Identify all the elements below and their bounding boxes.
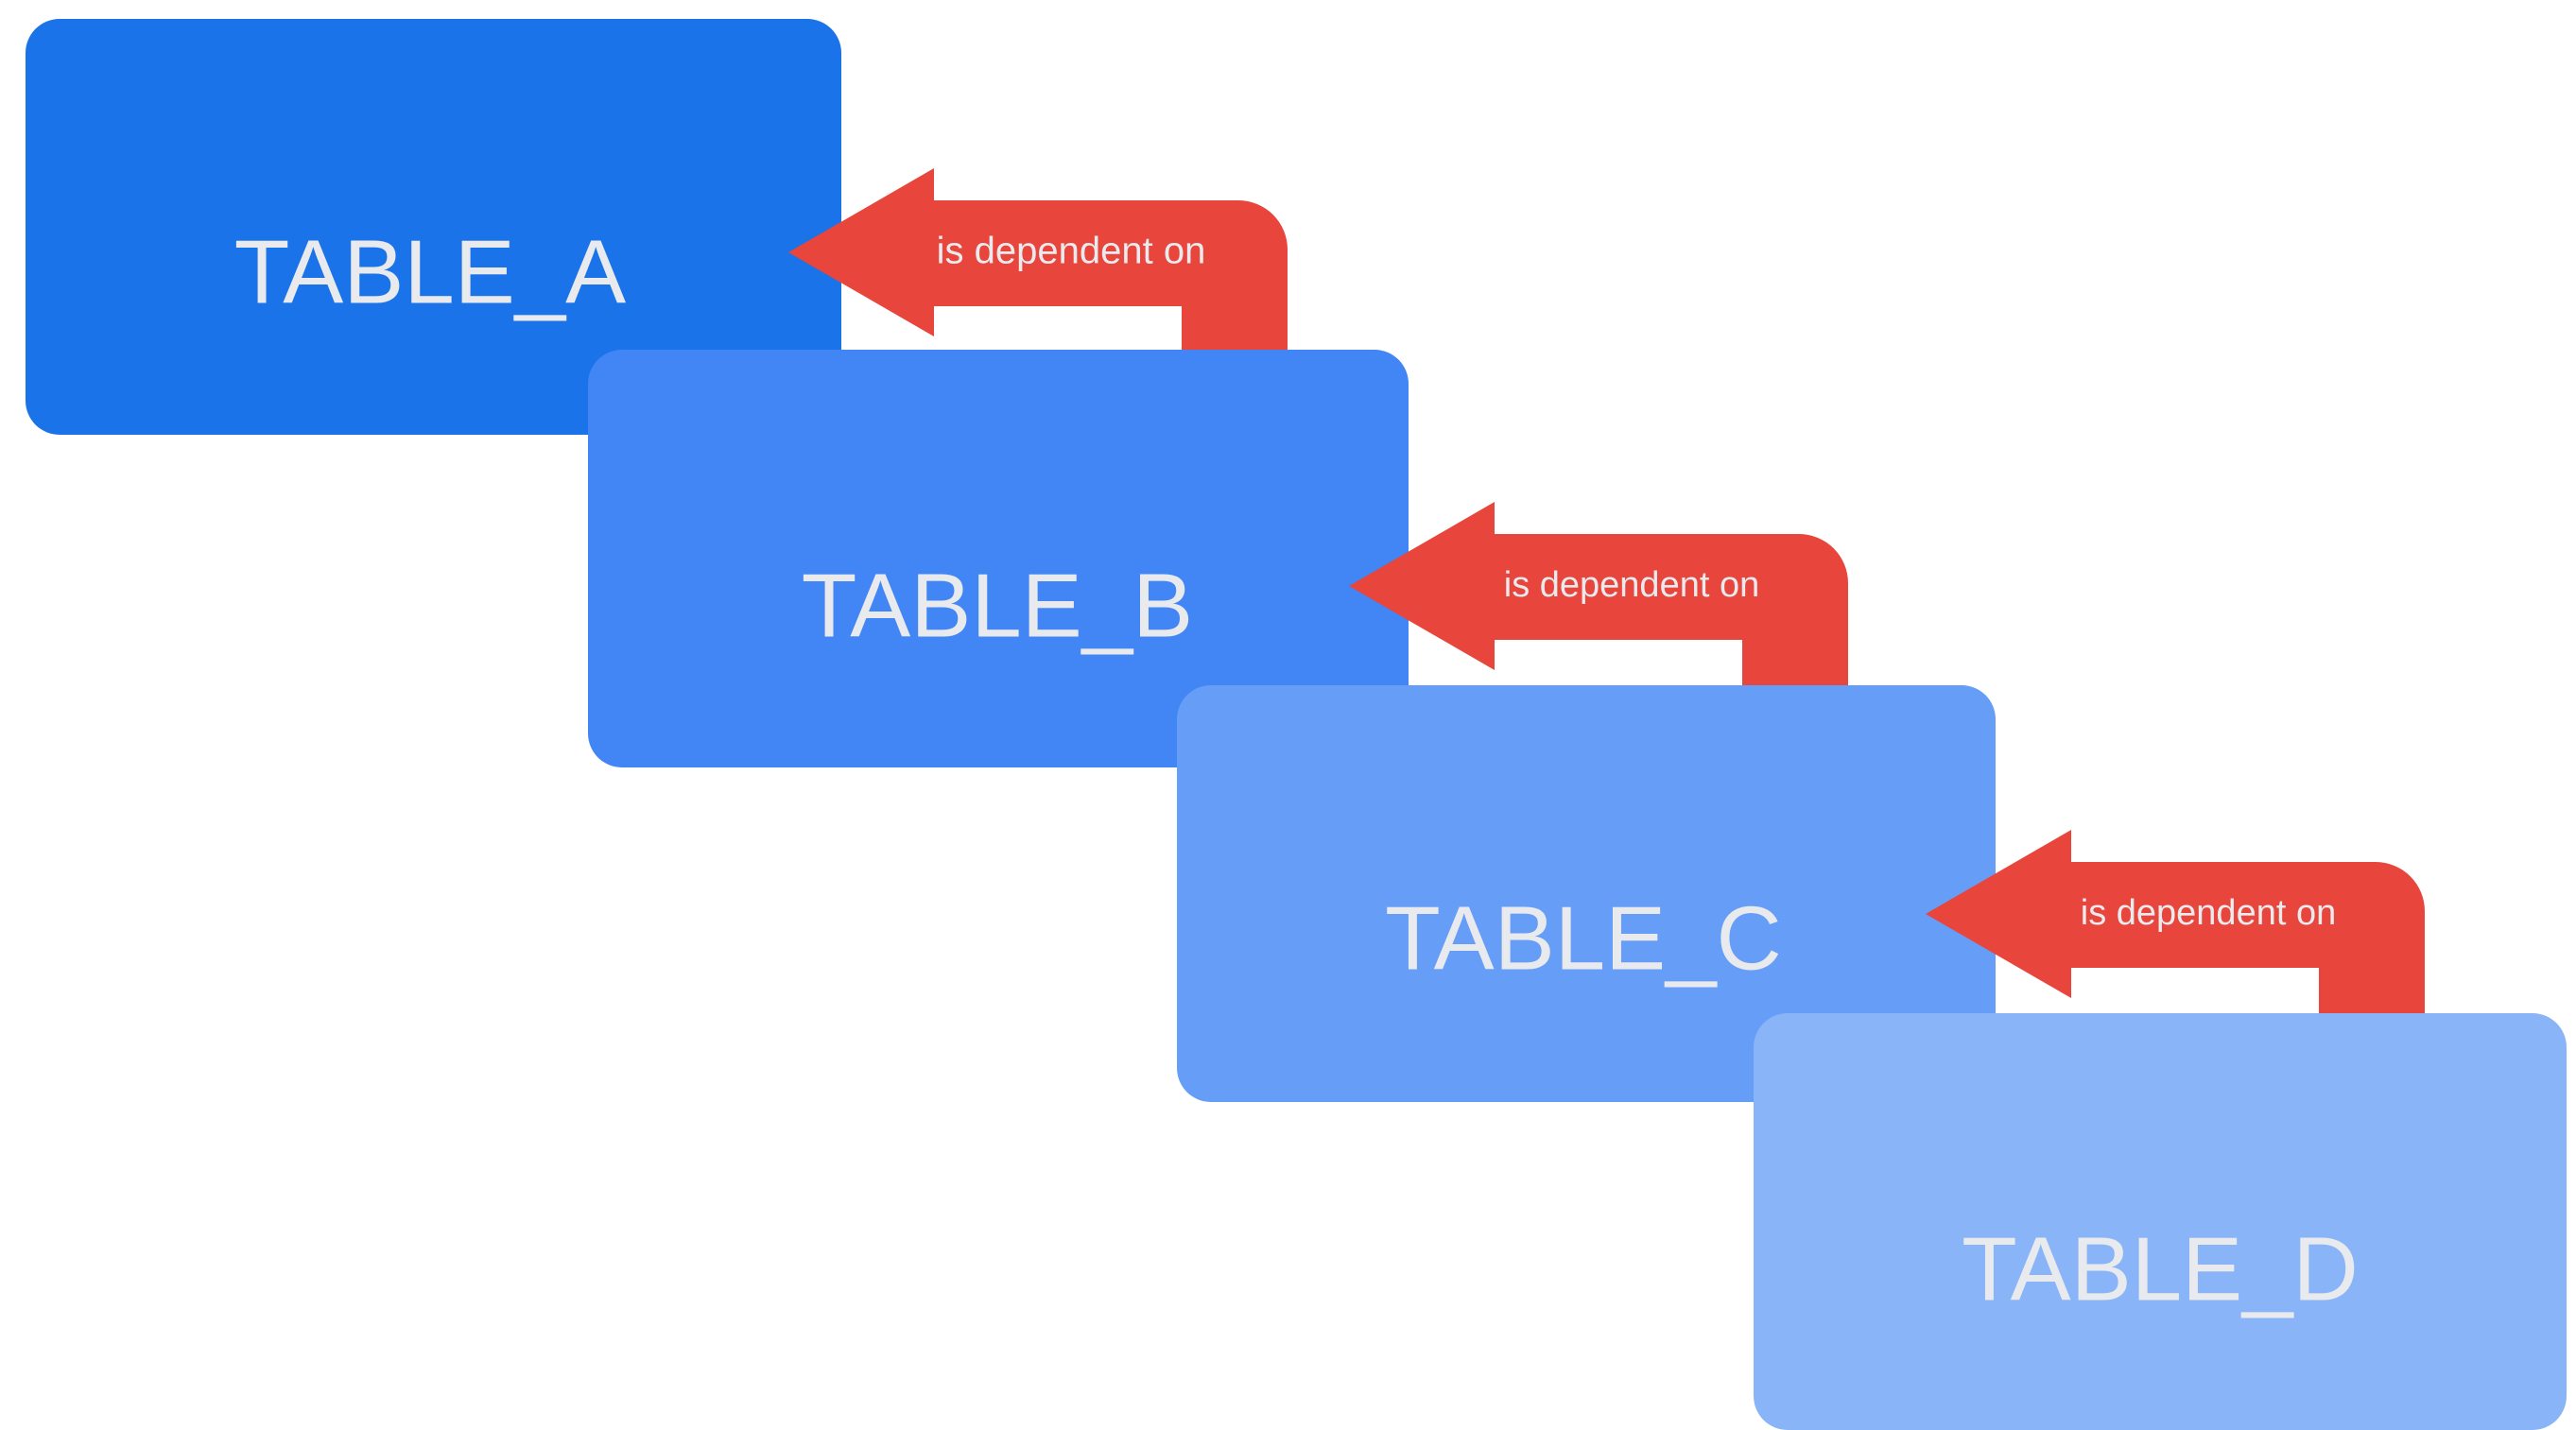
node-table-a-label: TABLE_A [234,221,626,322]
node-table-d-label: TABLE_D [1962,1218,2359,1319]
edge-a-b-arrow-shape[interactable] [788,168,1288,372]
edge-a-b-label: is dependent on [937,231,1206,272]
edge-b-c-arrow-shape[interactable] [1349,502,1848,706]
edge-b-c[interactable]: is dependent on [1349,502,1848,706]
node-table-c-label: TABLE_C [1385,887,1782,989]
node-table-d-box[interactable] [1754,1013,2567,1430]
edge-b-c-label: is dependent on [1504,565,1759,605]
node-table-b[interactable]: TABLE_B [588,350,1409,767]
node-table-a-box[interactable] [26,19,841,435]
node-table-d[interactable]: TABLE_D [1754,1013,2567,1430]
edge-c-d-label: is dependent on [2081,893,2336,933]
node-table-b-label: TABLE_B [802,555,1193,656]
edge-a-b[interactable]: is dependent on [788,168,1288,372]
node-table-c[interactable]: TABLE_C [1177,685,1996,1102]
edge-c-d[interactable]: is dependent on [1926,830,2425,1034]
node-table-b-box[interactable] [588,350,1409,767]
edge-c-d-arrow-shape[interactable] [1926,830,2425,1034]
node-table-a[interactable]: TABLE_A [26,19,841,435]
node-table-c-box[interactable] [1177,685,1996,1102]
